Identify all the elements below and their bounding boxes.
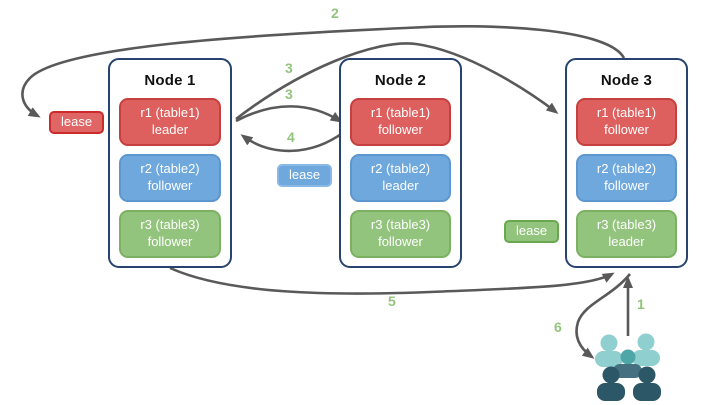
replica-role: follower (378, 234, 423, 249)
lease-badge-red: lease (49, 111, 105, 134)
replica-name: r3 (table3) (370, 217, 431, 233)
replica-role: follower (147, 234, 193, 249)
replica-name: r1 (table1) (370, 105, 431, 121)
node-title: Node 1 (144, 72, 196, 89)
replica-name: r1 (table1) (596, 105, 657, 121)
node-title: Node 3 (600, 72, 653, 89)
replica-r3-node2: r3 (table3) follower (350, 210, 451, 258)
clients-group-icon (595, 333, 661, 401)
replica-r1-node1: r1 (table1) leader (119, 98, 221, 146)
step-label-2: 2 (331, 5, 339, 21)
replica-name: r1 (table1) (140, 105, 200, 121)
arrow-step6-node3-to-clients (575, 273, 632, 359)
replica-r3-node1: r3 (table3) follower (119, 210, 221, 258)
replica-role: follower (147, 178, 193, 193)
step-label-4: 4 (287, 129, 295, 145)
replica-r2-node1: r2 (table2) follower (119, 154, 221, 202)
step-label-6: 6 (554, 319, 562, 335)
lease-badge-green: lease (504, 220, 560, 243)
step-label-5: 5 (388, 293, 396, 309)
replica-name: r3 (table3) (140, 217, 200, 233)
replica-name: r2 (table2) (140, 161, 200, 177)
replica-role: follower (378, 122, 423, 137)
arrow-step5-node1-to-node3 (169, 266, 615, 295)
node-box-3: Node 3 r1 (table1) follower r2 (table2) … (565, 58, 688, 268)
lease-badge-blue: lease (277, 164, 333, 187)
replica-r1-node2: r1 (table1) follower (350, 98, 451, 146)
replica-role: follower (604, 122, 649, 137)
replica-role: leader (382, 178, 419, 193)
step-label-1: 1 (637, 296, 645, 312)
replica-name: r2 (table2) (370, 161, 431, 177)
replica-r2-node3: r2 (table2) follower (576, 154, 677, 202)
node-title: Node 2 (374, 72, 427, 89)
replica-r3-node3: r3 (table3) leader (576, 210, 677, 258)
node-box-1: Node 1 r1 (table1) leader r2 (table2) fo… (108, 58, 232, 268)
replica-role: leader (608, 234, 645, 249)
step-label-3a: 3 (285, 60, 293, 76)
node-box-2: Node 2 r1 (table1) follower r2 (table2) … (339, 58, 462, 268)
replica-r1-node3: r1 (table1) follower (576, 98, 677, 146)
replica-name: r3 (table3) (596, 217, 657, 233)
replica-role: follower (604, 178, 649, 193)
replica-role: leader (151, 122, 189, 137)
replica-name: r2 (table2) (596, 161, 657, 177)
arrow-step3-node1-to-node2 (235, 105, 343, 123)
replica-r2-node2: r2 (table2) leader (350, 154, 451, 202)
step-label-3b: 3 (285, 86, 293, 102)
